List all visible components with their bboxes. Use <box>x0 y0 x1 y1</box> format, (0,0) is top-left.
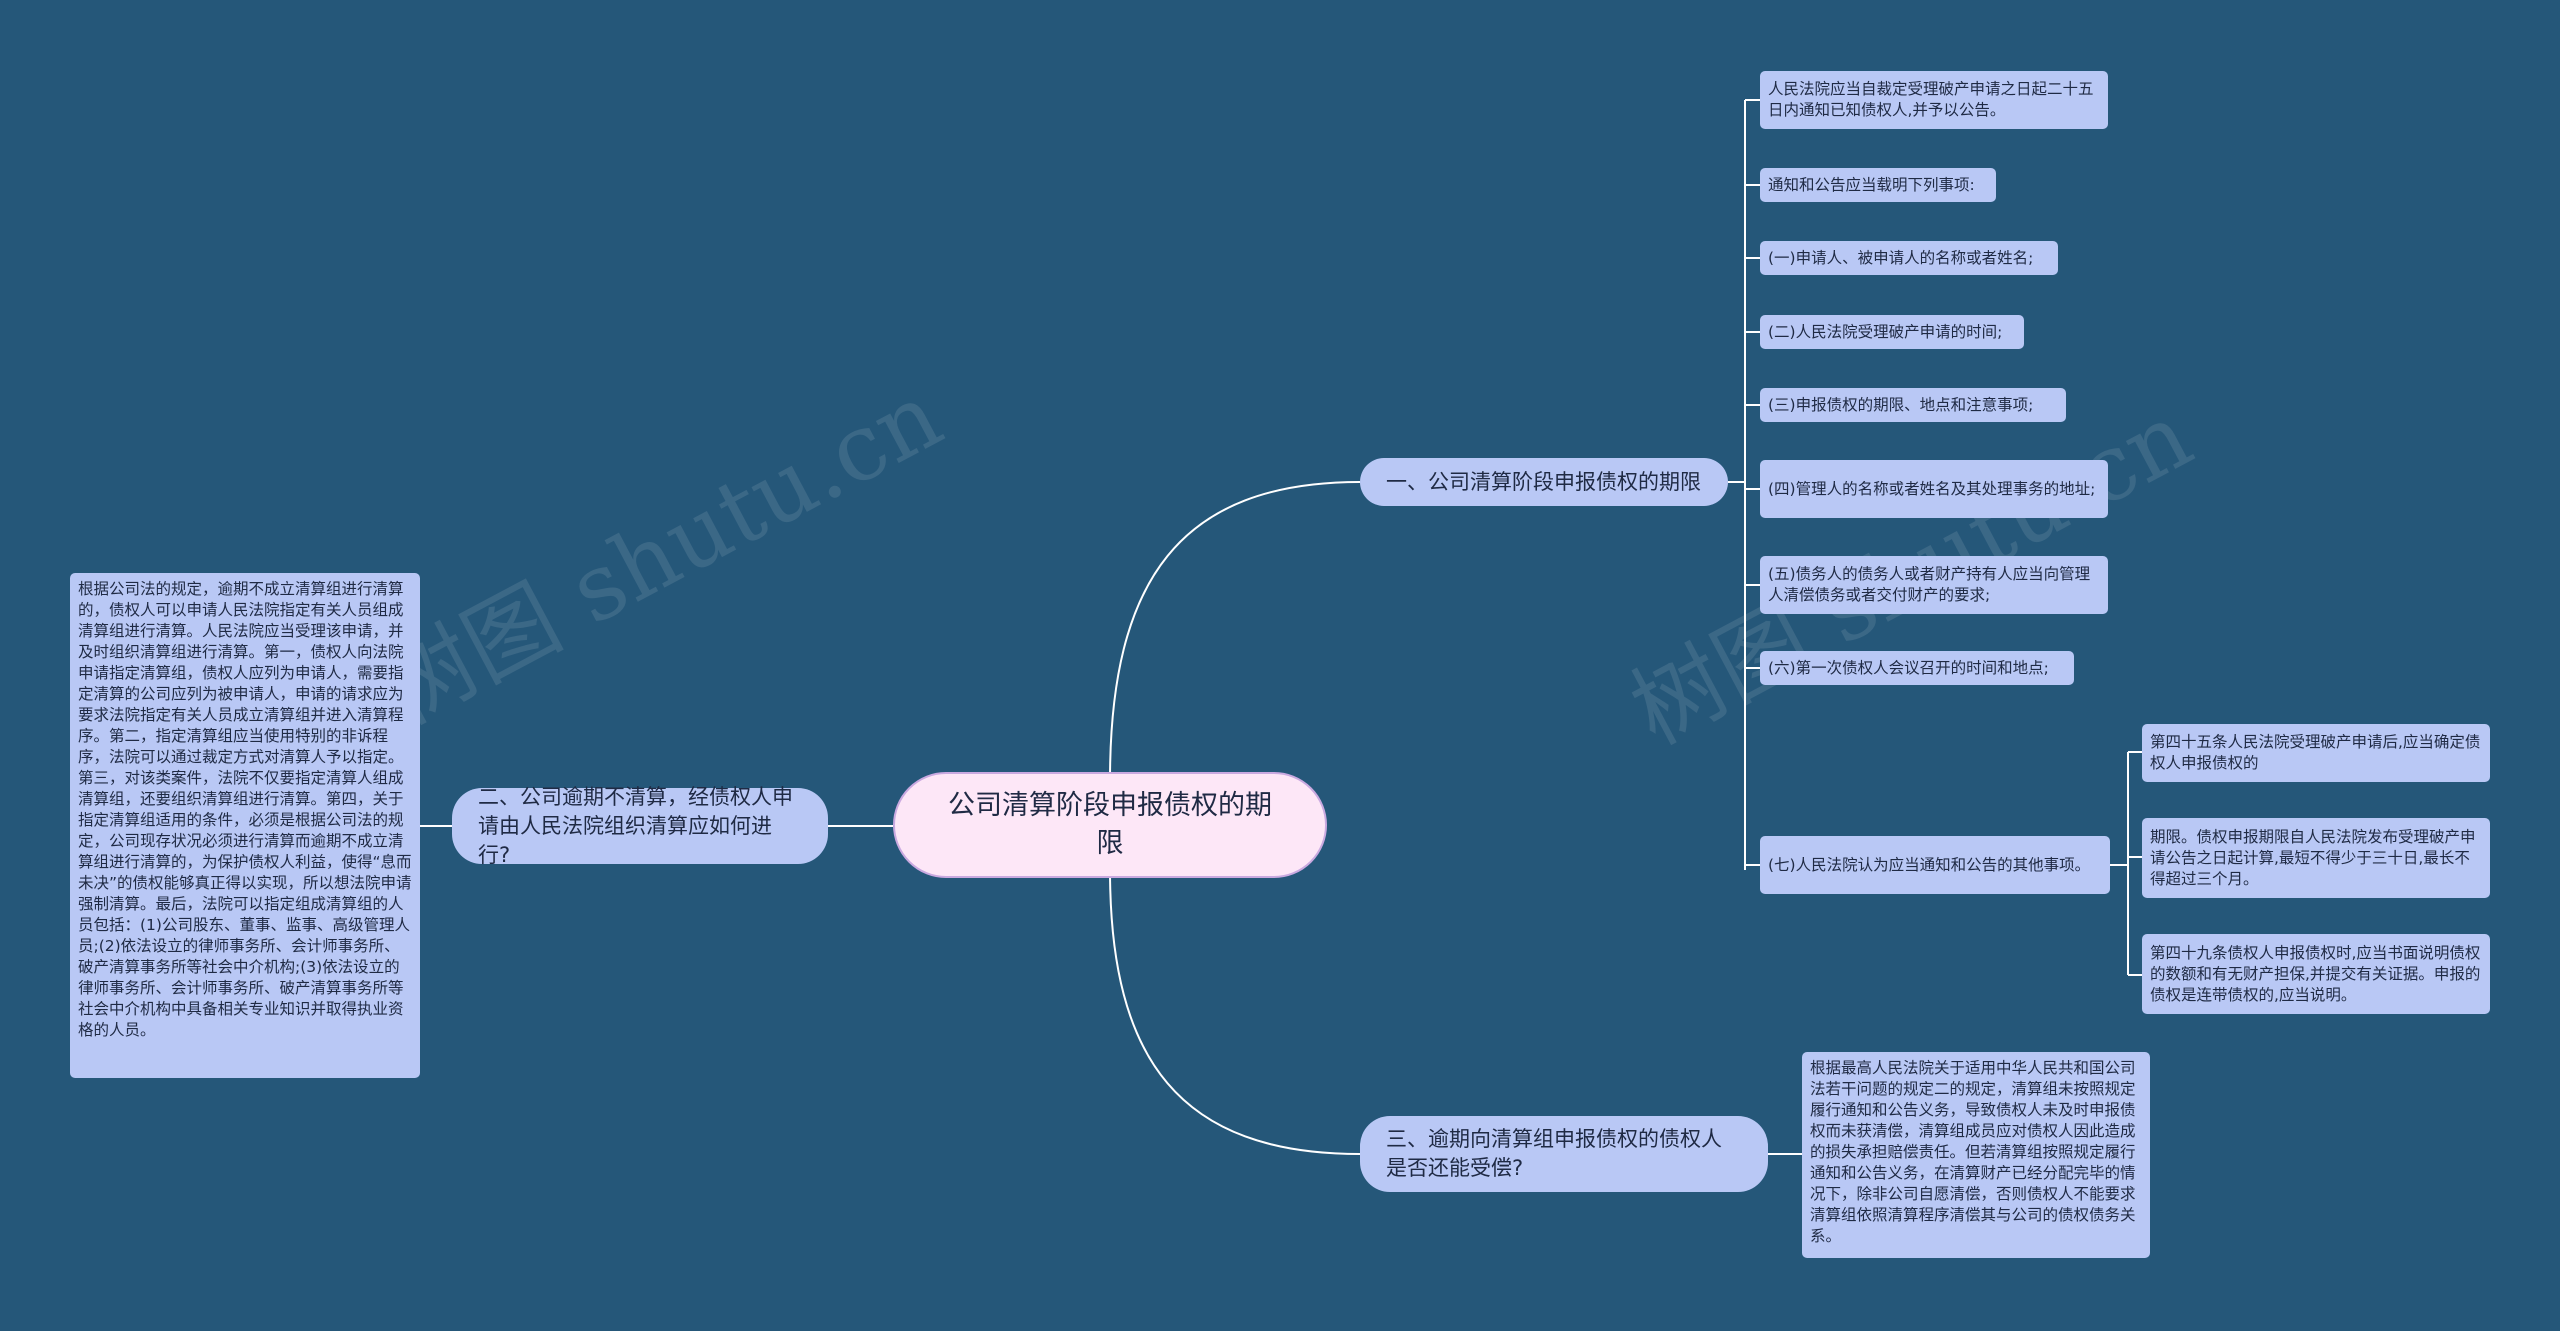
link-b7-sub <box>2110 751 2142 976</box>
leaf-item[interactable]: (六)第一次债权人会议召开的时间和地点; <box>1760 651 2074 685</box>
branch-node-2[interactable]: 二、公司逾期不清算，经债权人申请由人民法院组织清算应如何进行? <box>452 785 828 867</box>
branch-node-1[interactable]: 一、公司清算阶段申报债权的期限 <box>1360 458 1728 506</box>
branch-label: 二、公司逾期不清算，经债权人申请由人民法院组织清算应如何进行? <box>478 784 793 867</box>
sub-leaf-item[interactable]: 第四十五条人民法院受理破产申请后,应当确定债权人申报债权的 <box>2142 724 2490 782</box>
leaf-item[interactable]: (二)人民法院受理破产申请的时间; <box>1760 315 2024 349</box>
leaf-item[interactable]: 通知和公告应当载明下列事项: <box>1760 168 1996 202</box>
branch3-detail-text[interactable]: 根据最高人民法院关于适用中华人民共和国公司法若干问题的规定二的规定，清算组未按照… <box>1802 1052 2150 1258</box>
sub-leaf-item[interactable]: 期限。债权申报期限自人民法院发布受理破产申请公告之日起计算,最短不得少于三十日,… <box>2142 818 2490 898</box>
branch-label: 三、逾期向清算组申报债权的债权人是否还能受偿? <box>1386 1127 1722 1180</box>
leaf-item[interactable]: (四)管理人的名称或者姓名及其处理事务的地址; <box>1760 460 2108 518</box>
leaf-item[interactable]: (七)人民法院认为应当通知和公告的其他事项。 <box>1760 836 2110 894</box>
leaf-item[interactable]: 人民法院应当自裁定受理破产申请之日起二十五日内通知已知债权人,并予以公告。 <box>1760 71 2108 129</box>
root-node[interactable]: 公司清算阶段申报债权的期限 <box>893 772 1327 878</box>
link-b1-items <box>1728 99 1760 870</box>
leaf-item[interactable]: (五)债务人的债务人或者财产持有人应当向管理人清偿债务或者交付财产的要求; <box>1760 556 2108 614</box>
sub-leaf-item[interactable]: 第四十九条债权人申报债权时,应当书面说明债权的数额和有无财产担保,并提交有关证据… <box>2142 934 2490 1014</box>
branch2-detail-text[interactable]: 根据公司法的规定，逾期不成立清算组进行清算的，债权人可以申请人民法院指定有关人员… <box>70 573 420 1078</box>
leaf-item[interactable]: (一)申请人、被申请人的名称或者姓名; <box>1760 241 2058 275</box>
leaf-item[interactable]: (三)申报债权的期限、地点和注意事项; <box>1760 388 2066 422</box>
branch-label: 一、公司清算阶段申报债权的期限 <box>1386 469 1701 494</box>
link-root-b3 <box>1109 869 1361 1155</box>
branch-node-3[interactable]: 三、逾期向清算组申报债权的债权人是否还能受偿? <box>1360 1116 1768 1192</box>
link-root-b1 <box>1109 481 1361 781</box>
root-title: 公司清算阶段申报债权的期限 <box>948 790 1272 859</box>
